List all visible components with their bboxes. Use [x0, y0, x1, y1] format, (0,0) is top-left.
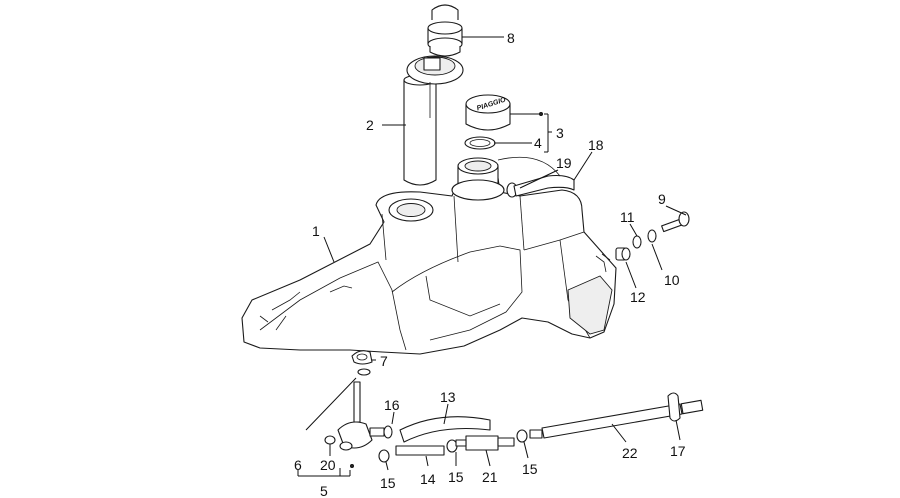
part-8-filler-cap — [427, 4, 463, 57]
part-2-fuel-sender — [403, 55, 464, 186]
part-1-fuel-tank — [241, 177, 617, 355]
callout-22: 22 — [622, 445, 638, 461]
part-4-cap-seal — [464, 136, 496, 150]
callout-21: 21 — [482, 469, 498, 485]
part-12-spacer — [615, 247, 631, 261]
callout-6: 6 — [294, 457, 302, 473]
part-15-clamp-a — [378, 449, 390, 463]
part-20-screw — [324, 435, 336, 445]
part-3-tank-cap: PIAGGIO — [465, 94, 511, 131]
part-6-o-ring — [357, 368, 371, 376]
callout-11: 11 — [620, 209, 635, 225]
part-5-fuel-tap — [337, 381, 385, 451]
part-7-hose-clamp — [351, 350, 373, 365]
part-18-breather-hose — [497, 156, 575, 197]
callout-15-b: 15 — [448, 469, 464, 485]
part-15-clamp-c — [516, 429, 528, 443]
callout-16: 16 — [384, 397, 400, 413]
callout-5: 5 — [320, 483, 328, 498]
callout-9: 9 — [658, 191, 666, 207]
part-13-fuel-hose — [399, 416, 491, 443]
part-17-hose-clamp — [667, 392, 681, 422]
callout-15-a: 15 — [380, 475, 396, 491]
part-11-washer — [632, 235, 642, 249]
callout-19: 19 — [556, 155, 572, 171]
callout-13: 13 — [440, 389, 456, 405]
callout-4: 4 — [534, 135, 542, 151]
callout-20: 20 — [320, 457, 336, 473]
callout-labels: 1 2 3 4 5 6 7 8 9 10 11 12 13 14 15 15 1… — [294, 30, 686, 498]
part-14-fuel-hose — [395, 445, 445, 456]
callout-10: 10 — [664, 272, 680, 288]
callout-1: 1 — [312, 223, 320, 239]
callout-3: 3 — [556, 125, 564, 141]
callout-15-c: 15 — [522, 461, 538, 477]
part-10-washer — [647, 229, 657, 243]
callout-2: 2 — [366, 117, 374, 133]
callout-18: 18 — [588, 137, 604, 153]
callout-12: 12 — [630, 289, 646, 305]
tank-filler-neck — [451, 157, 505, 201]
callout-8: 8 — [507, 30, 515, 46]
part-9-bolt — [661, 211, 690, 233]
callout-14: 14 — [420, 471, 436, 487]
part-22-fuel-line — [529, 399, 704, 439]
part-16-hose-clamp — [383, 425, 393, 439]
callout-17: 17 — [670, 443, 686, 459]
callout-7: 7 — [380, 353, 388, 369]
leader-lines — [297, 36, 687, 477]
part-21-fuel-filter — [455, 435, 515, 451]
